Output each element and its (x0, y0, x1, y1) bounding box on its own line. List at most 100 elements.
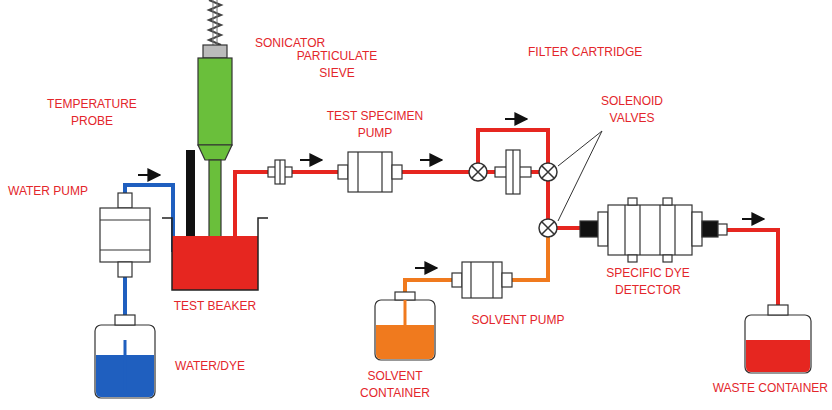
solvent-pump (452, 262, 512, 298)
dye-detector (702, 221, 718, 237)
water-pump (100, 249, 150, 250)
part-label: TEST BEAKER (174, 298, 256, 315)
solvent-pump (502, 273, 512, 287)
water-dye-bottle (124, 340, 127, 390)
flow-arrow (742, 218, 764, 220)
waste-container (745, 305, 811, 373)
dye-detector (580, 221, 598, 237)
dye-detector (659, 205, 660, 255)
dye-detector (624, 205, 625, 255)
solvent-pump (452, 273, 462, 287)
dye-detector (628, 255, 637, 262)
flow-arrow (505, 118, 527, 120)
temperature-probe (186, 150, 195, 245)
water-pump (118, 262, 132, 277)
part-label: SOLENOID VALVES (593, 93, 671, 127)
sonicator (198, 0, 232, 252)
flow-arrow (300, 159, 322, 161)
part-label: SOLVENT CONTAINER (350, 368, 440, 402)
solvent-pump (462, 262, 502, 298)
test-beaker (172, 236, 258, 290)
specimen-tube (557, 226, 580, 230)
solenoid-valve (539, 163, 557, 181)
specimen-tube (290, 170, 345, 174)
waste-container (746, 340, 810, 372)
dye-detector (628, 198, 637, 205)
water-dye-bottle (95, 325, 155, 398)
specimen-tube (395, 170, 469, 174)
flow-arrow (415, 267, 437, 269)
dye-detector (674, 205, 675, 255)
solvent-container (375, 300, 435, 360)
leader-line (558, 131, 602, 221)
solenoid-valve (469, 163, 557, 237)
test-specimen-pump (357, 152, 358, 192)
part-label: SOLVENT PUMP (472, 312, 565, 329)
dye-detector (663, 198, 672, 205)
temperature-probe (186, 150, 195, 245)
test-beaker (162, 218, 268, 290)
solenoid-valve (542, 166, 554, 178)
part-label: TEMPERATURE PROBE (42, 96, 142, 130)
part-label: TEST SPECIMEN PUMP (320, 108, 430, 142)
dye-detector (692, 212, 702, 246)
part-label: WATER PUMP (8, 183, 88, 200)
specimen-tube (531, 170, 539, 174)
water-pump (118, 193, 132, 208)
specimen-tube (235, 130, 778, 305)
water-pump (100, 208, 150, 262)
part-label: FILTER CARTRIDGE (528, 44, 642, 61)
sonicator (198, 58, 232, 145)
solenoid-valve (472, 166, 484, 178)
flow-arrow (420, 159, 442, 161)
solvent-pump (492, 262, 493, 298)
sonicator (213, 0, 217, 45)
test-specimen-pump (338, 165, 348, 179)
solenoid-valve (469, 163, 487, 181)
filter-cartridge (495, 150, 531, 194)
water-pump (100, 193, 150, 277)
part-label: PARTICULATE SIEVE (287, 48, 387, 82)
filter-cartridge (512, 150, 513, 194)
dye-detector (608, 205, 692, 255)
solvent-pump (470, 262, 471, 298)
water-dye-bottle (115, 315, 135, 325)
filter-cartridge (506, 150, 520, 194)
solvent-container (404, 300, 407, 352)
test-specimen-pump (392, 165, 402, 179)
specimen-tube (546, 181, 550, 219)
dye-detector (718, 224, 727, 235)
test-specimen-pump (381, 152, 382, 192)
test-specimen-pump (338, 152, 402, 192)
dye-detector (639, 205, 640, 255)
solenoid-valve (539, 219, 557, 237)
dye-detector (663, 255, 672, 262)
dye-detector (598, 212, 608, 246)
part-label: WASTE CONTAINER (713, 380, 828, 397)
solvent-container (375, 292, 435, 360)
solvent-container (395, 292, 415, 300)
water-pump (100, 219, 150, 220)
sonicator (198, 145, 232, 160)
solvent-tube (510, 237, 548, 280)
part-label: WATER/DYE (175, 358, 245, 375)
part-label: SPECIFIC DYE DETECTOR (593, 265, 703, 299)
leader-line (558, 131, 602, 166)
specimen-tube (726, 230, 778, 305)
particulate-sieve (275, 160, 285, 184)
particulate-sieve (268, 160, 292, 184)
waste-container (768, 305, 788, 315)
sonicator (203, 45, 227, 58)
specimen-tube (487, 170, 495, 174)
leader-line (558, 131, 602, 221)
water-dye-bottle (95, 315, 155, 398)
flow-arrow (138, 174, 160, 176)
particulate-sieve (279, 160, 280, 184)
waste-container (745, 315, 811, 373)
test-specimen-pump (348, 152, 392, 192)
solenoid-valve (542, 222, 554, 234)
test-beaker (162, 218, 268, 290)
dye-detector (580, 198, 727, 262)
